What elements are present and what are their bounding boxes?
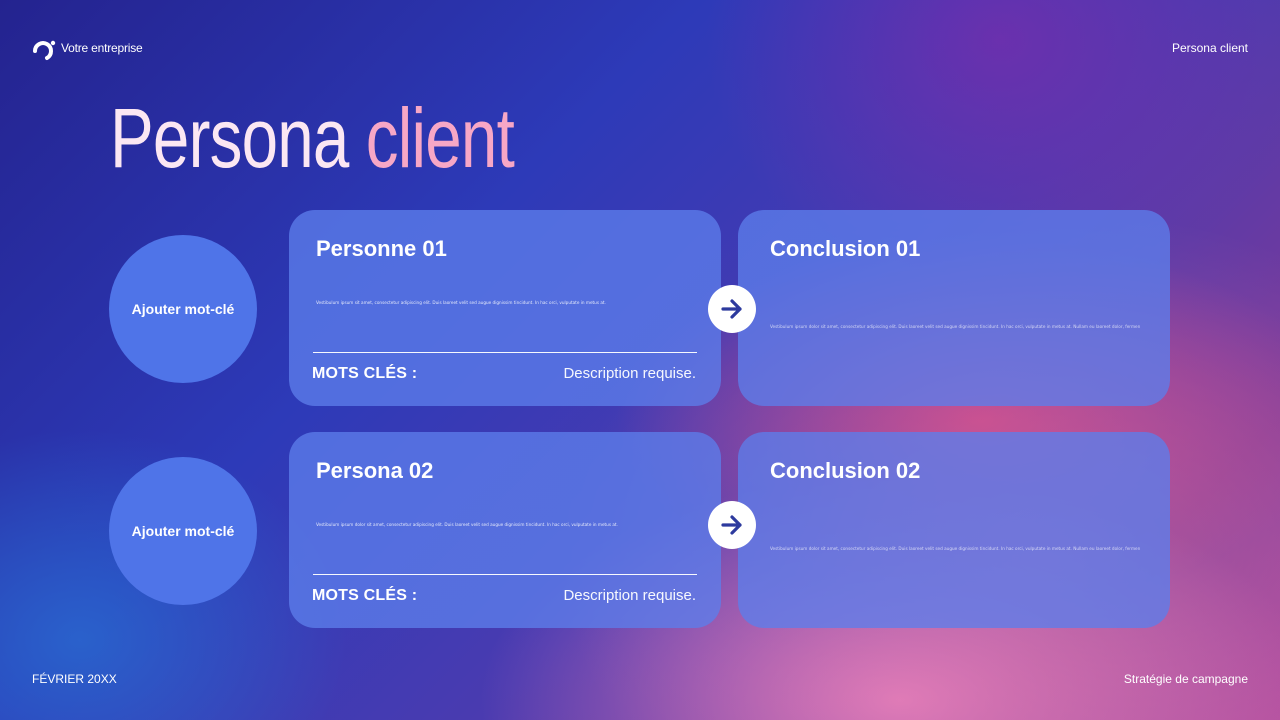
- persona-card-title: Personne 01: [316, 236, 447, 261]
- keyword-circle-2[interactable]: Ajouter mot-clé: [109, 457, 257, 605]
- arrow-right-icon: [721, 515, 742, 535]
- page-title-word-1: Persona: [110, 91, 349, 185]
- divider: [313, 574, 697, 575]
- header-section-title: Persona client: [1171, 41, 1248, 55]
- arrow-button-1[interactable]: [708, 285, 756, 333]
- keyword-circle-label: Ajouter mot-clé: [131, 523, 235, 539]
- persona-card-2: Persona 02 Vestibulum ipsum dolor sit am…: [289, 432, 721, 628]
- keywords-value: Description requise.: [563, 587, 696, 604]
- brand-logo-icon: [33, 40, 56, 60]
- footer-campaign: Stratégie de campagne: [1123, 672, 1248, 686]
- arrow-right-icon: [721, 299, 742, 319]
- keyword-circle-1[interactable]: Ajouter mot-clé: [109, 235, 257, 383]
- keywords-value: Description requise.: [563, 365, 696, 382]
- conclusion-card-body: Vestibulum ipsum dolor sit amet, consect…: [770, 324, 1140, 329]
- keywords-label: MOTS CLÉS :: [312, 365, 418, 382]
- keywords-label: MOTS CLÉS :: [312, 587, 418, 604]
- persona-card-title: Persona 02: [316, 458, 434, 483]
- conclusion-card-1: Conclusion 01 Vestibulum ipsum dolor sit…: [738, 210, 1170, 406]
- persona-card-body: Vestibulum ipsum dolor sit amet, consect…: [316, 522, 618, 527]
- conclusion-card-title: Conclusion 01: [770, 236, 921, 261]
- persona-card-1: Personne 01 Vestibulum ipsum sit amet, c…: [289, 210, 721, 406]
- conclusion-card-2: Conclusion 02 Vestibulum ipsum dolor sit…: [738, 432, 1170, 628]
- company-name: Votre entreprise: [61, 41, 143, 55]
- divider: [313, 352, 697, 353]
- conclusion-card-body: Vestibulum ipsum dolor sit amet, consect…: [770, 546, 1140, 551]
- keyword-circle-label: Ajouter mot-clé: [131, 301, 235, 317]
- arrow-button-2[interactable]: [708, 501, 756, 549]
- conclusion-card-title: Conclusion 02: [770, 458, 921, 483]
- persona-card-body: Vestibulum ipsum sit amet, consectetur a…: [316, 300, 606, 305]
- footer-date: FÉVRIER 20XX: [32, 672, 117, 686]
- page-title-word-2: client: [365, 91, 515, 185]
